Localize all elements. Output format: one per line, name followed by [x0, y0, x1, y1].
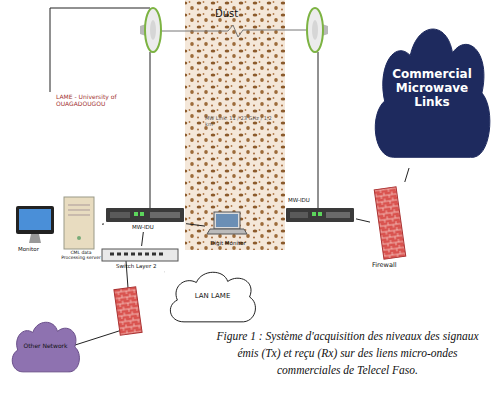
link-label: MW Link: 11 / 23 GHz / 1,2 km — [205, 116, 275, 128]
network-cable — [142, 232, 144, 246]
dust-texture — [185, 0, 285, 250]
firewall: Firewall — [370, 182, 412, 272]
node-label: Other Network — [14, 343, 77, 350]
site-label: LAME - University of OUAGADOUGOU — [56, 94, 146, 108]
server-icon — [64, 197, 94, 249]
processing-server: CML data Processing server — [60, 194, 102, 260]
monitor: Monitor — [12, 203, 58, 255]
node-label: Monitor — [18, 246, 58, 252]
node-label: Digit Monitor — [205, 240, 251, 246]
node-label: MW-IDU — [132, 224, 176, 230]
network-switch: Switch Layer 2 — [100, 246, 180, 272]
idu-device — [286, 208, 354, 222]
node-label: MW-IDU — [288, 197, 332, 203]
network-cable — [102, 223, 104, 224]
antenna-cables — [50, 8, 318, 346]
node-label: Commercial Microwave Links — [382, 68, 482, 109]
dust-region: Dust — [185, 0, 285, 250]
dish-antenna — [307, 8, 328, 52]
switch-icon — [102, 249, 178, 261]
dish-antenna — [140, 8, 161, 52]
lan-cloud: LAN LAME — [165, 268, 260, 326]
figure-caption: Figure 1 : Système d'acquisition des niv… — [205, 328, 490, 379]
network-cable — [405, 168, 409, 182]
network-cloud: Other Network — [8, 318, 83, 376]
firewall-icon — [114, 287, 142, 336]
firewall-icon — [374, 187, 406, 259]
node-label: Dust — [215, 8, 265, 20]
monitor-icon — [16, 206, 54, 243]
laptop: Digit Monitor — [205, 208, 251, 250]
node-label: Switch Layer 2 — [116, 263, 176, 269]
mw-idu-unit: MW-IDU — [284, 197, 356, 224]
node-label: LAN LAME — [180, 292, 245, 300]
node-label: CML data Processing server — [60, 250, 102, 260]
node-label: Firewall — [372, 262, 412, 269]
network-cable — [164, 272, 165, 273]
radio-link — [160, 25, 308, 37]
laptop-icon — [207, 212, 247, 234]
network-cloud: Commercial Microwave Links — [368, 18, 496, 168]
network-cable — [356, 219, 370, 222]
mw-idu-unit: MW-IDU — [104, 205, 186, 232]
idu-device — [106, 208, 184, 222]
network-cable — [186, 224, 205, 226]
